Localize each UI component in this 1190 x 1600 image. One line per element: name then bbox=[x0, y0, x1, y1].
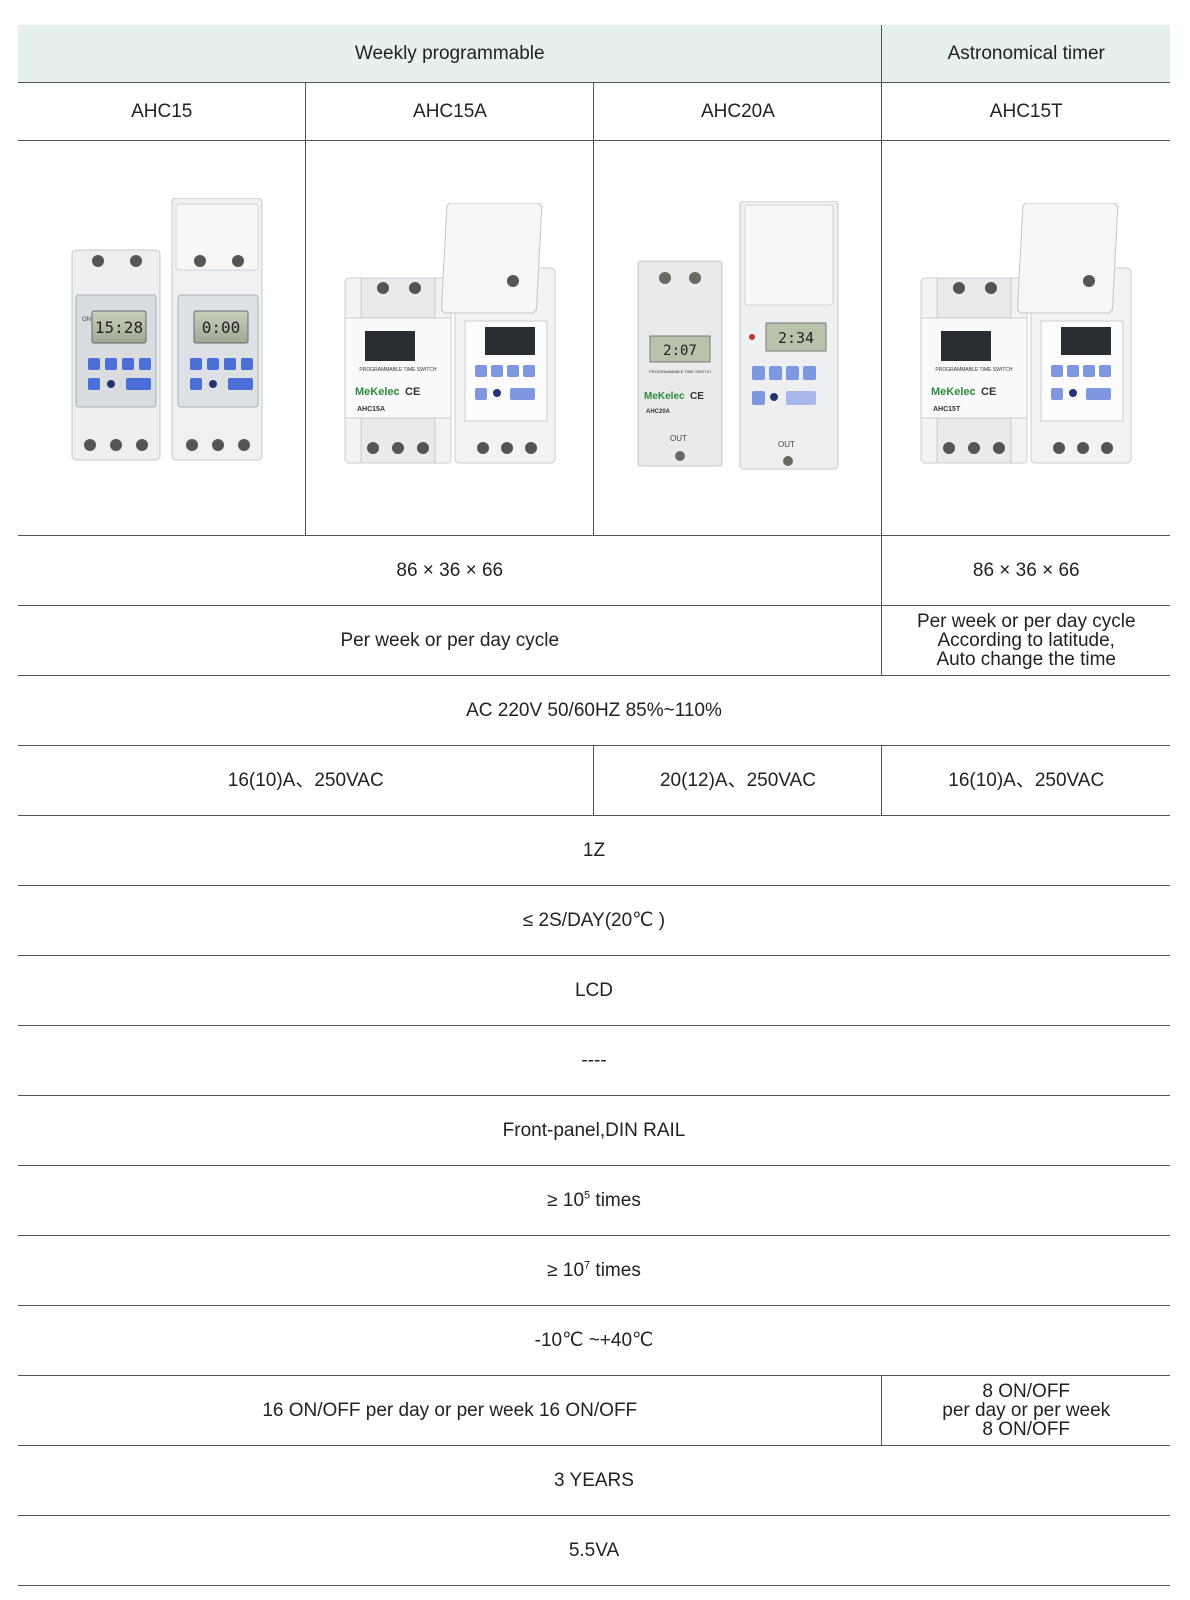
model-ahc15: AHC15 bbox=[18, 82, 306, 141]
model-row: AHC15 AHC15A AHC20A AHC15T bbox=[18, 82, 1170, 141]
svg-text:MeKelec: MeKelec bbox=[931, 386, 976, 398]
current-row: 16(10)A、250VAC 20(12)A、250VAC 16(10)A、25… bbox=[18, 745, 1170, 816]
temperature-value: -10℃ ~+40℃ bbox=[18, 1305, 1170, 1376]
mechanical-life-row: ≥ 107 times bbox=[18, 1235, 1170, 1306]
svg-text:AHC15T: AHC15T bbox=[933, 406, 961, 413]
svg-text:2:34: 2:34 bbox=[778, 329, 814, 347]
svg-text:2:07: 2:07 bbox=[663, 343, 697, 359]
device-image-ahc15a: PROGRAMMABLE TIME SWITCH MeKelec CE AHC1… bbox=[344, 203, 556, 464]
current-ahc20a: 20(12)A、250VAC bbox=[593, 745, 882, 816]
svg-text:MeKelec: MeKelec bbox=[355, 386, 400, 398]
svg-text:AHC15A: AHC15A bbox=[357, 406, 385, 413]
mounting-value: Front-panel,DIN RAIL bbox=[18, 1095, 1170, 1166]
temperature-row: -10℃ ~+40℃ bbox=[18, 1305, 1170, 1376]
electrical-life-value: ≥ 105 times bbox=[18, 1165, 1170, 1236]
svg-text:CE: CE bbox=[981, 386, 996, 398]
model-ahc15a: AHC15A bbox=[305, 82, 594, 141]
model-ahc15t: AHC15T bbox=[881, 82, 1170, 141]
model-ahc20a: AHC20A bbox=[593, 82, 882, 141]
svg-text:CE: CE bbox=[405, 386, 420, 398]
dimensions-weekly: 86 × 36 × 66 bbox=[18, 535, 882, 606]
mechanical-life-exponent: 7 bbox=[584, 1259, 591, 1272]
electrical-life-prefix: ≥ 10 bbox=[547, 1190, 585, 1211]
mechanical-life-prefix: ≥ 10 bbox=[547, 1260, 585, 1281]
blank-row: ---- bbox=[18, 1025, 1170, 1096]
programs-astro-line-2: per day or per week bbox=[942, 1400, 1111, 1421]
cycle-astro-line-3: Auto change the time bbox=[936, 649, 1117, 670]
image-cell-ahc15: 15:28 ON 0:00 bbox=[18, 140, 306, 536]
programs-weekly: 16 ON/OFF per day or per week 16 ON/OFF bbox=[18, 1375, 882, 1446]
header-row: Weekly programmable Astronomical timer bbox=[18, 25, 1170, 83]
voltage-row: AC 220V 50/60HZ 85%~110% bbox=[18, 675, 1170, 746]
header-astro: Astronomical timer bbox=[881, 25, 1170, 83]
current-ahc15t: 16(10)A、250VAC bbox=[881, 745, 1170, 816]
electrical-life-row: ≥ 105 times bbox=[18, 1165, 1170, 1236]
spec-table: Weekly programmable Astronomical timer A… bbox=[18, 25, 1170, 1586]
mechanical-life-value: ≥ 107 times bbox=[18, 1235, 1170, 1306]
image-cell-ahc15t: PROGRAMMABLE TIME SWITCH MeKelec CE AHC1… bbox=[881, 140, 1170, 536]
battery-row: 3 YEARS bbox=[18, 1445, 1170, 1516]
programs-row: 16 ON/OFF per day or per week 16 ON/OFF … bbox=[18, 1375, 1170, 1446]
svg-text:CE: CE bbox=[690, 391, 704, 402]
blank-value: ---- bbox=[18, 1025, 1170, 1096]
svg-text:OUT: OUT bbox=[670, 434, 687, 443]
svg-text:PROGRAMMABLE TIME SWITCH: PROGRAMMABLE TIME SWITCH bbox=[936, 367, 1014, 373]
cycle-weekly: Per week or per day cycle bbox=[18, 605, 882, 676]
cycle-row: Per week or per day cycle Per week or pe… bbox=[18, 605, 1170, 676]
header-weekly: Weekly programmable bbox=[18, 25, 882, 83]
accuracy-value: ≤ 2S/DAY(20℃ ) bbox=[18, 885, 1170, 956]
device-image-ahc15: 15:28 ON 0:00 bbox=[71, 198, 263, 461]
current-ahc15: 16(10)A、250VAC bbox=[18, 745, 594, 816]
contact-row: 1Z bbox=[18, 815, 1170, 886]
electrical-life-exponent: 5 bbox=[584, 1189, 591, 1202]
mechanical-life-suffix: times bbox=[590, 1260, 641, 1281]
accuracy-row: ≤ 2S/DAY(20℃ ) bbox=[18, 885, 1170, 956]
power-value: 5.5VA bbox=[18, 1515, 1170, 1586]
svg-text:ON: ON bbox=[82, 317, 91, 323]
display-row: LCD bbox=[18, 955, 1170, 1026]
power-row: 5.5VA bbox=[18, 1515, 1170, 1586]
svg-text:0:00: 0:00 bbox=[201, 318, 240, 337]
svg-text:MeKelec: MeKelec bbox=[644, 391, 685, 402]
device-image-ahc20a: 2:07 PROGRAMMABLE TIME SWITCH MeKelec CE… bbox=[637, 200, 839, 469]
device-image-ahc15t: PROGRAMMABLE TIME SWITCH MeKelec CE AHC1… bbox=[920, 203, 1132, 464]
cycle-astro-line-1: Per week or per day cycle bbox=[916, 611, 1136, 632]
voltage-value: AC 220V 50/60HZ 85%~110% bbox=[18, 675, 1170, 746]
svg-text:15:28: 15:28 bbox=[95, 318, 143, 337]
electrical-life-suffix: times bbox=[590, 1190, 641, 1211]
dimensions-row: 86 × 36 × 66 86 × 36 × 66 bbox=[18, 535, 1170, 606]
svg-text:PROGRAMMABLE TIME SWITCH: PROGRAMMABLE TIME SWITCH bbox=[649, 369, 711, 374]
programs-astro-line-3: 8 ON/OFF bbox=[982, 1419, 1071, 1440]
cycle-astro: Per week or per day cycle According to l… bbox=[881, 605, 1170, 676]
image-cell-ahc15a: PROGRAMMABLE TIME SWITCH MeKelec CE AHC1… bbox=[305, 140, 594, 536]
programs-astro-line-1: 8 ON/OFF bbox=[982, 1381, 1071, 1402]
display-value: LCD bbox=[18, 955, 1170, 1026]
dimensions-astro: 86 × 36 × 66 bbox=[881, 535, 1170, 606]
svg-text:OUT: OUT bbox=[778, 440, 795, 449]
mounting-row: Front-panel,DIN RAIL bbox=[18, 1095, 1170, 1166]
svg-text:AHC20A: AHC20A bbox=[646, 409, 671, 415]
contact-value: 1Z bbox=[18, 815, 1170, 886]
svg-text:PROGRAMMABLE TIME SWITCH: PROGRAMMABLE TIME SWITCH bbox=[359, 367, 437, 373]
programs-astro: 8 ON/OFF per day or per week 8 ON/OFF bbox=[881, 1375, 1170, 1446]
cycle-astro-line-2: According to latitude, bbox=[937, 630, 1115, 651]
image-cell-ahc20a: 2:07 PROGRAMMABLE TIME SWITCH MeKelec CE… bbox=[593, 140, 882, 536]
battery-value: 3 YEARS bbox=[18, 1445, 1170, 1516]
image-row: 15:28 ON 0:00 bbox=[18, 140, 1170, 536]
